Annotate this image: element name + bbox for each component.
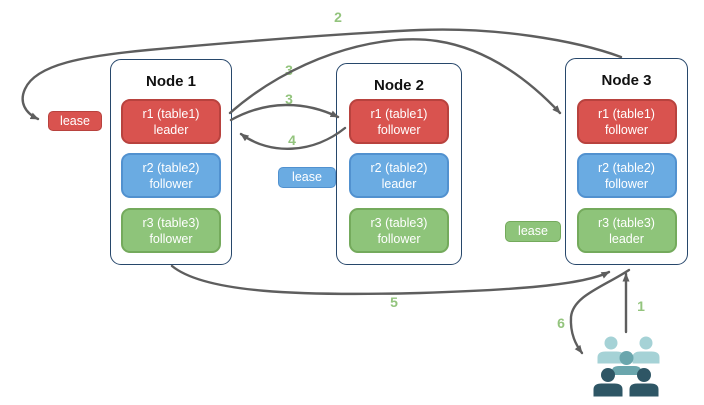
replica-role: follower [377,122,421,137]
replica-role: follower [149,231,193,246]
arrow-step-6 [569,268,631,355]
replica-label: r2 (table2) [370,160,428,175]
node1-replica-r2: r2 (table2) follower [121,153,221,198]
replica-label: r1 (table1) [142,106,200,121]
node1-replica-r3: r3 (table3) follower [121,208,221,253]
node-2-title: Node 2 [373,77,424,94]
node2-replica-r1: r1 (table1) follower [349,99,449,144]
node-2: Node 2 r1 (table1) follower r2 (table2) … [336,63,462,265]
replica-label: r2 (table2) [142,160,200,175]
node1-replica-r1: r1 (table1) leader [121,99,221,144]
replica-label: r3 (table3) [370,215,428,230]
node2-replica-r2: r2 (table2) leader [349,153,449,198]
replica-role: leader [609,231,644,246]
replica-role: leader [381,176,417,191]
users-group-icon [593,336,660,397]
replica-role: follower [149,176,193,191]
node3-replica-r3: r3 (table3) leader [576,208,677,253]
replica-role: follower [604,176,649,191]
node-3: Node 3 r1 (table1) follower r2 (table2) … [565,58,688,265]
replica-label: r3 (table3) [598,215,655,230]
node2-replica-r3: r3 (table3) follower [349,208,449,253]
replica-label: r2 (table2) [598,160,655,175]
replica-role: follower [377,231,421,246]
replica-role: follower [604,122,649,137]
arrow-step-5 [170,264,611,296]
lease-badge-r3: lease [505,221,561,242]
replica-role: leader [153,122,189,137]
node-1: Node 1 r1 (table1) leader r2 (table2) fo… [110,59,232,265]
node3-replica-r1: r1 (table1) follower [576,99,677,144]
replica-label: r1 (table1) [370,106,428,121]
lease-badge-r1: lease [48,111,102,131]
step-label-3b: 3 [285,91,293,107]
step-label-6: 6 [557,315,565,331]
node3-replica-r2: r2 (table2) follower [576,153,677,198]
step-label-5: 5 [390,294,398,310]
lease-badge-r2: lease [278,167,336,188]
step-label-4: 4 [288,132,296,148]
step-label-1: 1 [637,298,645,314]
node-3-title: Node 3 [601,72,652,89]
arrow-step-3-to-node2 [229,103,340,122]
replica-label: r1 (table1) [598,106,655,121]
node-1-title: Node 1 [145,73,196,90]
step-label-2: 2 [334,9,342,25]
step-label-3a: 3 [285,62,293,78]
replica-label: r3 (table3) [142,215,200,230]
